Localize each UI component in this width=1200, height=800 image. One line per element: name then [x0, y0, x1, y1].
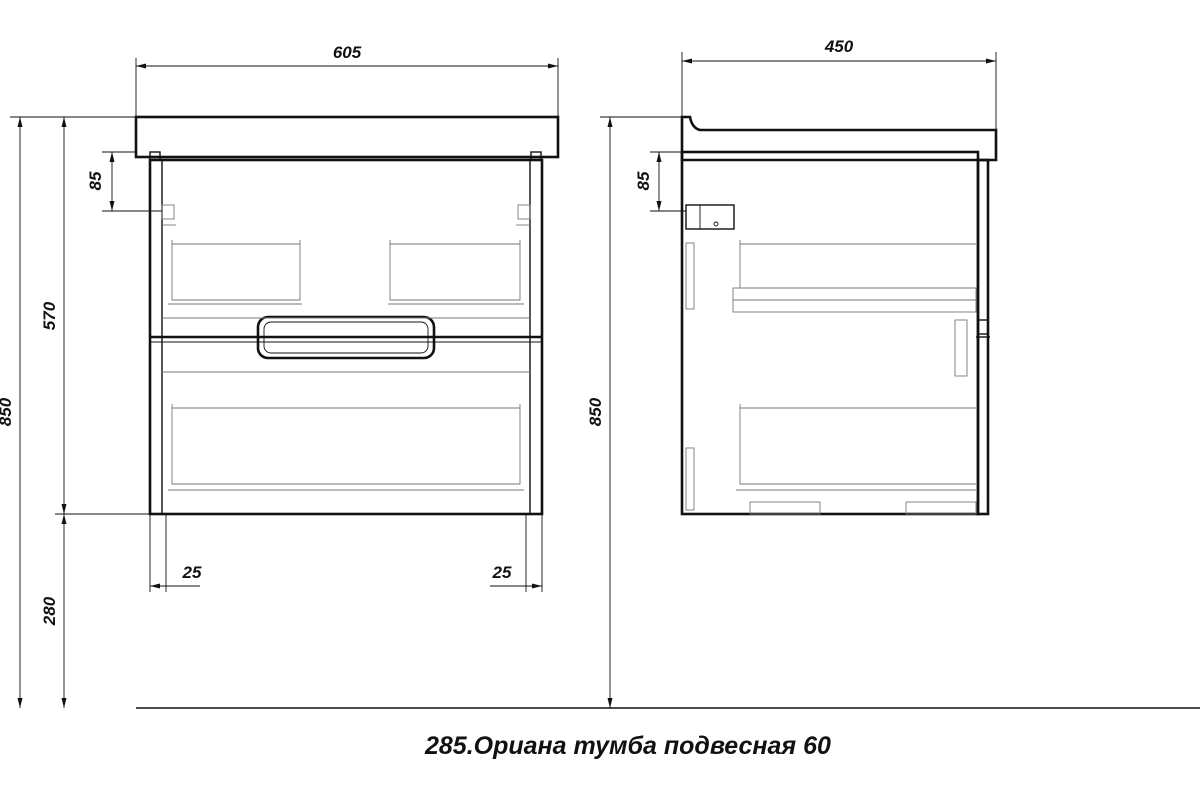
- side-basin-top: [680, 115, 998, 162]
- front-top-offset-label: 85: [86, 171, 105, 190]
- front-cabinet-height-label: 570: [40, 301, 59, 330]
- side-top-offset-label: 85: [634, 171, 653, 190]
- front-left-inset-label: 25: [182, 563, 202, 582]
- front-floor-gap-label: 280: [40, 596, 59, 626]
- drawing-caption: 285.Ориана тумба подвесная 60: [424, 732, 831, 760]
- side-handle-profile: [977, 319, 989, 335]
- side-view: 450 85 850: [586, 37, 998, 708]
- side-total-height-label: 850: [586, 397, 605, 426]
- front-drawer-handle: [256, 315, 436, 360]
- front-hidden-lower-drawer: [162, 371, 530, 491]
- front-view: 605 85 570 280 850 25 25: [0, 43, 560, 708]
- front-basin-top: [134, 115, 560, 159]
- front-width-label: 605: [333, 43, 362, 62]
- front-hidden-upper-drawers: [161, 204, 531, 319]
- side-cabinet-body: [680, 150, 980, 516]
- front-total-height-label: 850: [0, 397, 15, 426]
- front-drawer-handle-inner: [263, 321, 429, 354]
- side-depth-label: 450: [824, 37, 854, 56]
- side-hidden-drawers: [685, 204, 977, 515]
- front-right-inset-label: 25: [492, 563, 512, 582]
